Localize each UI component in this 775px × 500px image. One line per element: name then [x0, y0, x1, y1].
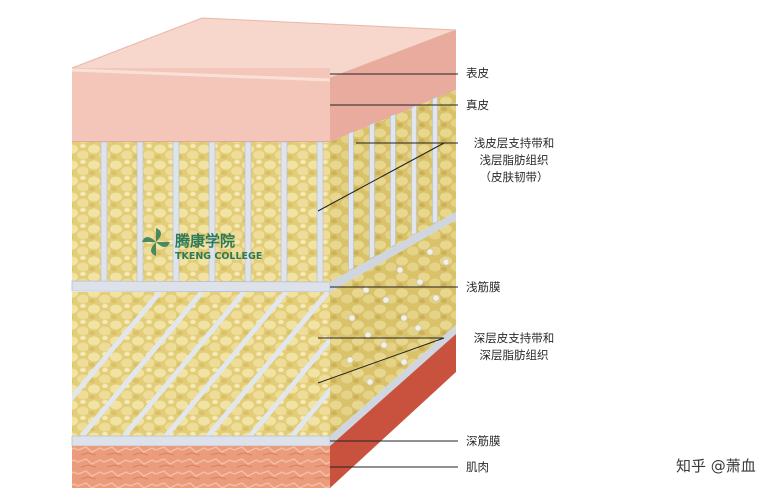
fat-lobule-dot — [442, 258, 450, 266]
leader-retinacula-diagonal — [317, 142, 445, 212]
diagonal-septum — [164, 292, 288, 436]
superficial-fascia-front — [71, 280, 331, 293]
label-deep-retinacula-line-2: 深层脂肪组织 — [479, 348, 549, 362]
superficial-retinacula-side — [348, 96, 438, 271]
fat-lobule-dot — [364, 331, 372, 339]
pinwheel-icon — [142, 228, 170, 256]
fat-lobule-dot — [380, 341, 388, 349]
label-epidermis: 表皮 — [466, 66, 489, 80]
vertical-septum — [136, 141, 144, 283]
label-deep-fascia: 深筋膜 — [466, 434, 501, 448]
side-septum — [390, 113, 396, 248]
leader-deep-ret-2 — [317, 337, 445, 384]
label-deep-retinacula-line-1: 深层皮支持带和 — [473, 331, 555, 345]
side-septum — [348, 130, 354, 271]
skin-side-face — [330, 30, 456, 142]
deep-fascia-side — [330, 325, 456, 446]
fat-lobule-dot — [362, 286, 370, 294]
muscle-side — [330, 334, 456, 488]
leader-lines — [317, 73, 458, 468]
watermark-en: TKENG COLLEGE — [175, 251, 262, 262]
deep-fat-side — [330, 220, 456, 436]
epidermis-edge — [71, 68, 331, 82]
diagonal-septum — [80, 292, 204, 436]
fat-lobule-dot — [400, 358, 408, 366]
fat-lobule-dot — [400, 314, 408, 322]
skin-front-face — [72, 68, 330, 142]
vertical-septum — [100, 141, 108, 283]
deep-retinacula-front — [72, 292, 330, 436]
diagonal-septum — [290, 386, 330, 436]
label-superficial-retinacula: 浅皮层支持带和 浅层脂肪组织 （皮肤韧带） — [458, 135, 570, 186]
diagonal-septum — [72, 292, 162, 402]
side-septum — [411, 104, 417, 236]
label-superficial-retinacula-line-3: （皮肤韧带） — [479, 170, 549, 184]
side-septum — [432, 96, 438, 225]
diagonal-septum — [248, 336, 330, 436]
label-muscle: 肌肉 — [466, 460, 489, 474]
vertical-septum — [316, 141, 324, 283]
credit-text: 知乎 @萧血 — [676, 457, 756, 475]
side-septum — [369, 122, 375, 260]
watermark-cn: 腾康学院 — [174, 232, 235, 250]
fat-lobule-dot — [346, 356, 354, 364]
fat-lobule-dot — [414, 324, 422, 332]
diagonal-septum — [122, 292, 246, 436]
fat-lobule-dot — [432, 294, 440, 302]
label-superficial-retinacula-line-1: 浅皮层支持带和 — [473, 136, 555, 150]
fat-lobule-dot — [366, 378, 374, 386]
diagonal-septum — [206, 292, 330, 436]
label-deep-retinacula: 深层皮支持带和 深层脂肪组织 — [458, 330, 570, 364]
label-dermis: 真皮 — [466, 98, 489, 112]
fat-lobule-dot — [416, 278, 424, 286]
superficial-retinacula-front — [100, 141, 324, 283]
vertical-septum — [280, 141, 288, 283]
fat-lobule-dot — [396, 266, 404, 274]
label-superficial-fascia: 浅筋膜 — [466, 280, 501, 294]
superficial-fascia-side — [330, 212, 456, 292]
fat-lobule-dot — [348, 314, 356, 322]
fat-lobule-dot — [382, 296, 390, 304]
label-superficial-retinacula-line-2: 浅层脂肪组织 — [479, 153, 549, 167]
deep-fascia-front — [71, 435, 331, 447]
deep-fat-front — [72, 292, 330, 436]
watermark-logo — [142, 228, 170, 256]
fat-lobule-dot — [426, 248, 434, 256]
muscle-front — [72, 446, 330, 488]
